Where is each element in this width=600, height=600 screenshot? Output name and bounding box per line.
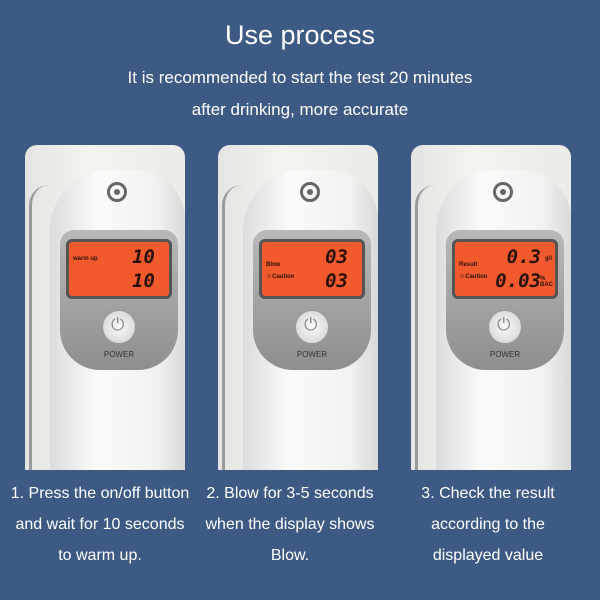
power-label: POWER xyxy=(103,350,135,359)
sensor-icon xyxy=(300,182,320,202)
sensor-icon xyxy=(493,182,513,202)
lanyard xyxy=(222,185,244,470)
lcd-display: warm up 10 10 xyxy=(66,239,172,299)
lanyard xyxy=(29,185,51,470)
lcd-digits-1: 10 xyxy=(132,246,155,268)
lcd-label-2: ☺Caution xyxy=(459,274,488,280)
lcd-label-1: warm up xyxy=(73,256,98,262)
device-image-step-1: warm up 10 10 POWER xyxy=(25,145,185,470)
power-label: POWER xyxy=(489,350,521,359)
step-caption-3: 3. Check the result according to the dis… xyxy=(421,485,555,564)
lcd-digits-2: 0.03 xyxy=(495,270,541,292)
control-panel: warm up 10 10 POWER xyxy=(60,230,178,370)
subtitle-line-1: It is recommended to start the test 20 m… xyxy=(127,68,473,87)
lcd-display: Blow ☺Caution 03 03 xyxy=(259,239,365,299)
breathalyzer-body: Blow ☺Caution 03 03 POWER xyxy=(243,170,378,470)
lcd-label-1: Result xyxy=(459,262,478,268)
page-title: Use process xyxy=(224,20,376,50)
device-image-step-2: Blow ☺Caution 03 03 POWER xyxy=(218,145,378,470)
control-panel: Blow ☺Caution 03 03 POWER xyxy=(253,230,371,370)
lcd-unit-2: % BAC xyxy=(540,276,553,288)
step-caption-2: 2. Blow for 3-5 seconds when the display… xyxy=(205,485,375,564)
power-button xyxy=(488,310,522,344)
sensor-icon xyxy=(107,182,127,202)
lcd-digits-2: 10 xyxy=(132,270,155,292)
device-image-step-3: Result ☺Caution 0.3 0.03 g/l % BAC POWER xyxy=(411,145,571,470)
lcd-label-2: ☺Caution xyxy=(266,274,295,280)
lanyard xyxy=(415,185,437,470)
breathalyzer-body: warm up 10 10 POWER xyxy=(50,170,185,470)
lcd-display: Result ☺Caution 0.3 0.03 g/l % BAC xyxy=(452,239,558,299)
breathalyzer-body: Result ☺Caution 0.3 0.03 g/l % BAC POWER xyxy=(436,170,571,470)
lcd-digits-2: 03 xyxy=(325,270,348,292)
subtitle-line-2: after drinking, more accurate xyxy=(191,100,409,119)
power-button xyxy=(295,310,329,344)
lcd-unit-1: g/l xyxy=(545,256,552,262)
step-caption-1: 1. Press the on/off button and wait for … xyxy=(10,485,190,564)
power-button xyxy=(102,310,136,344)
control-panel: Result ☺Caution 0.3 0.03 g/l % BAC POWER xyxy=(446,230,564,370)
power-label: POWER xyxy=(296,350,328,359)
lcd-digits-1: 03 xyxy=(325,246,348,268)
lcd-digits-1: 0.3 xyxy=(506,246,541,268)
lcd-label-1: Blow xyxy=(266,262,281,268)
